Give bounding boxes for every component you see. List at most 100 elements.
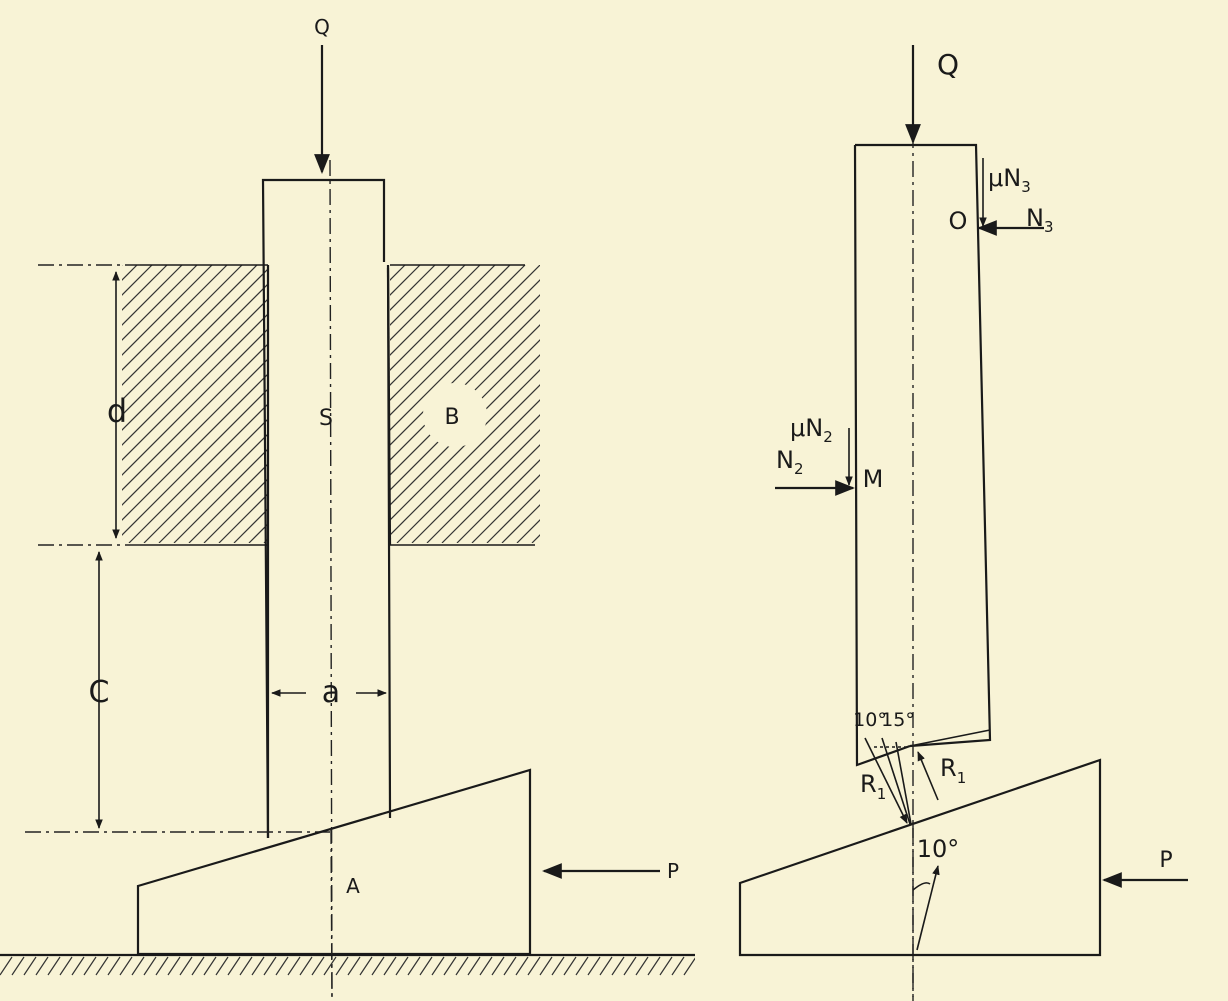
ground-hatch-line (479, 956, 493, 976)
ground-hatch-line (611, 956, 625, 976)
wedge-normal-arrow (916, 865, 940, 951)
normal-top-label: N3 (1026, 204, 1054, 236)
ground-hatch-line (299, 956, 313, 976)
hatch-line (516, 519, 540, 543)
ground-hatch-line (179, 956, 193, 976)
ground-hatch-line (0, 956, 13, 976)
ground-hatch-line (635, 956, 649, 976)
ground-hatch-line (623, 956, 637, 976)
hatch-line (122, 265, 213, 356)
ground-hatch-line (227, 956, 241, 976)
ground-hatch-line (407, 956, 421, 976)
hatch-line (122, 265, 123, 266)
hatch-line (390, 265, 481, 356)
hatch-line (122, 343, 268, 491)
ground-hatch-line (119, 956, 133, 976)
ground-hatch-line (275, 956, 289, 976)
hatch-line (390, 354, 540, 506)
hatch-line (122, 265, 258, 401)
hatch-line (390, 265, 540, 416)
point-o-label: O (949, 207, 968, 235)
ground-hatch-line (167, 956, 181, 976)
hatch-line (396, 399, 540, 543)
hatch-line (173, 448, 268, 543)
hatch-line (122, 373, 268, 521)
hatch-line (390, 265, 421, 296)
ground-hatch-line (431, 956, 445, 976)
hatch-line (531, 534, 540, 543)
hatch-line (263, 538, 268, 543)
hatch-line (122, 298, 268, 446)
hatch-line (441, 444, 540, 543)
reaction-left-label: R1 (860, 770, 886, 803)
reaction-right-arrow (917, 751, 939, 801)
ground-hatch-line (155, 956, 169, 976)
ground-hatch-line (443, 956, 457, 976)
hatch-line (122, 328, 268, 476)
hatch-line (471, 474, 540, 543)
ground-hatch-line (575, 956, 589, 976)
ground-hatch-line (35, 956, 49, 976)
wedge-label: A (346, 874, 360, 898)
ground-hatch-line (347, 956, 361, 976)
hatch-line (122, 265, 183, 326)
left-figure: Q d C a S B A P (0, 15, 825, 1001)
hatch-line (122, 283, 268, 431)
rod-centerline (329, 159, 333, 1001)
hatch-line (390, 265, 451, 326)
ground-hatch-line (419, 956, 433, 976)
ground-hatch-line (251, 956, 265, 976)
ground-hatch-line (287, 956, 301, 976)
hatch-line (411, 414, 540, 543)
rod-label: S (319, 406, 333, 431)
hatch-line (122, 265, 228, 371)
ground-hatch-line (263, 956, 277, 976)
ground-hatch-line (563, 956, 577, 976)
ground-hatch-line (215, 956, 229, 976)
ground-hatch-line (599, 956, 613, 976)
free-force-p-label: P (1159, 848, 1172, 873)
hatch-line (390, 369, 540, 521)
reaction-right-label: R1 (940, 754, 966, 787)
ground-hatch-line (23, 956, 37, 976)
ground-hatch-line (455, 956, 469, 976)
ground-hatch-line (323, 956, 337, 976)
hatch-line (390, 265, 526, 401)
ground-hatch-line (107, 956, 121, 976)
hatch-line (390, 384, 540, 536)
ground-hatch-line (71, 956, 85, 976)
ground-hatch-line (503, 956, 517, 976)
guide-hatching-left (122, 265, 268, 543)
ground-hatch-line (59, 956, 73, 976)
hatch-line (203, 478, 268, 543)
hatch-line (390, 265, 496, 371)
hatch-line (128, 403, 268, 543)
hatch-line (390, 279, 540, 431)
force-q-label: Q (314, 15, 330, 39)
ground-hatch-line (131, 956, 145, 976)
rod-outline (261, 178, 392, 839)
ground-hatch-line (395, 956, 409, 976)
ground-hatch-line (311, 956, 325, 976)
hatch-line (547, 265, 825, 543)
normal-mid-label: N2 (776, 446, 804, 478)
ground-hatch-line (515, 956, 529, 976)
hatch-line (158, 433, 268, 543)
ground-hatching (0, 956, 695, 976)
hatch-line (122, 388, 268, 536)
hatch-line (143, 418, 268, 543)
hatch-line (122, 265, 198, 341)
ground-hatch-line (551, 956, 565, 976)
hatch-line (456, 459, 540, 543)
rod-body-free (853, 143, 992, 767)
ground-hatch-line (527, 956, 541, 976)
hatch-line (122, 358, 268, 506)
hatch-line (426, 429, 540, 543)
dim-c-label: C (89, 675, 110, 710)
hatch-line (122, 265, 153, 296)
guide-label-patch (423, 383, 487, 447)
ground-hatch-line (359, 956, 373, 976)
ground-hatch-line (83, 956, 97, 976)
ground-hatch-line (671, 956, 685, 976)
free-wedge (738, 758, 1102, 957)
